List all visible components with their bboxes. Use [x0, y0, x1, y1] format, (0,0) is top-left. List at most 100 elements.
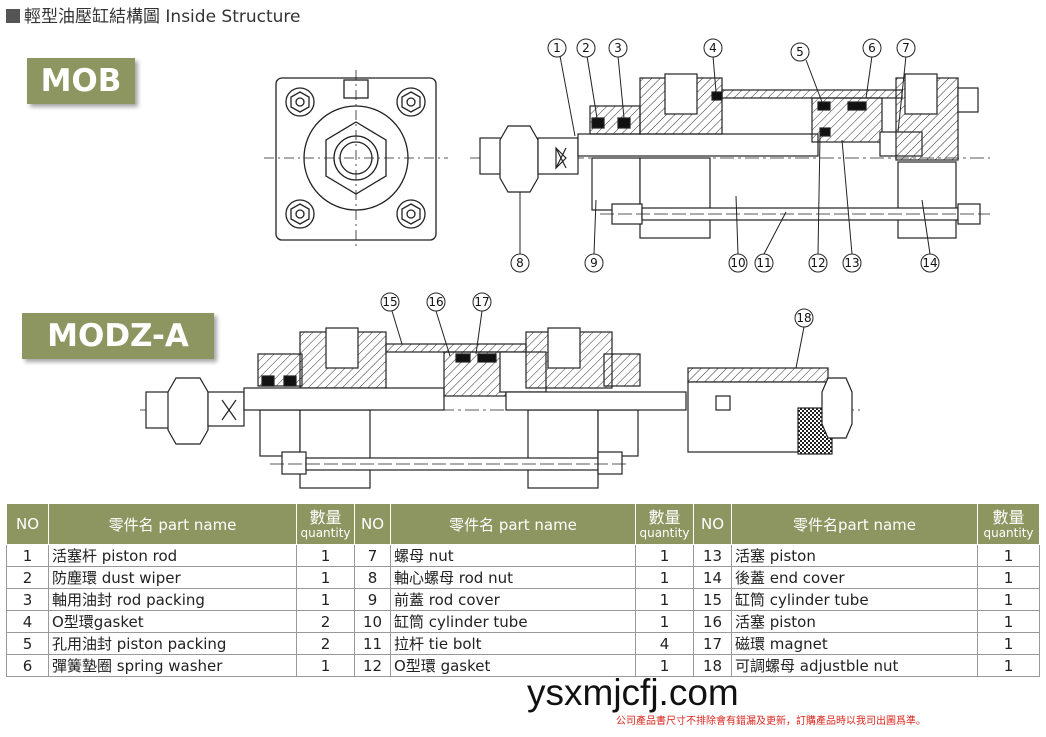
callout-18: 18 [794, 308, 814, 369]
header-part-name: 零件名 part name [390, 503, 636, 545]
svg-text:1: 1 [553, 41, 561, 55]
svg-text:9: 9 [590, 256, 598, 270]
svg-text:16: 16 [428, 295, 443, 309]
structure-drawing: 1 2 3 4 5 6 7 8 9 10 11 12 13 14 15 16 1… [140, 38, 990, 489]
part-no: 3 [6, 588, 49, 611]
callout-17: 17 [472, 292, 492, 355]
part-qty: 1 [296, 588, 355, 611]
part-qty: 1 [977, 566, 1040, 589]
svg-text:10: 10 [730, 256, 745, 270]
part-no: 14 [693, 566, 732, 589]
svg-text:12: 12 [810, 256, 825, 270]
part-name: 缸筒 cylinder tube [731, 588, 978, 611]
svg-text:7: 7 [902, 41, 910, 55]
part-no: 1 [6, 544, 49, 567]
part-qty: 1 [635, 588, 694, 611]
modz-section-view [140, 327, 860, 489]
part-no: 11 [354, 632, 391, 655]
header-part-name: 零件名part name [731, 503, 978, 545]
part-no: 15 [693, 588, 732, 611]
callout-13: 13 [841, 139, 862, 273]
model-badge-mob: MOB [27, 58, 135, 104]
mob-section-view [470, 73, 990, 239]
header-no: NO [354, 503, 391, 545]
svg-text:5: 5 [796, 45, 804, 59]
svg-text:18: 18 [796, 311, 811, 325]
part-name: 可調螺母 adjustble nut [731, 654, 978, 677]
part-name: 活塞 piston [731, 544, 978, 567]
header-no: NO [6, 503, 49, 545]
part-name: 防塵環 dust wiper [48, 566, 297, 589]
part-no: 6 [6, 654, 49, 677]
svg-text:4: 4 [709, 41, 717, 55]
model-badge-modz: MODZ-A [22, 313, 214, 359]
part-qty: 1 [977, 588, 1040, 611]
part-no: 4 [6, 610, 49, 633]
part-name: O型環 gasket [390, 654, 636, 677]
watermark: ysxmjcfj.com [527, 672, 739, 713]
page-title-text: 輕型油壓缸結構圖 Inside Structure [24, 7, 301, 27]
part-qty: 1 [635, 566, 694, 589]
callout-5: 5 [790, 42, 823, 103]
header-part-name: 零件名 part name [48, 503, 297, 545]
part-no: 9 [354, 588, 391, 611]
part-qty: 1 [977, 632, 1040, 655]
callout-11: 11 [754, 211, 787, 273]
part-no: 8 [354, 566, 391, 589]
part-name: 孔用油封 piston packing [48, 632, 297, 655]
part-name: 拉杆 tie bolt [390, 632, 636, 655]
callout-15: 15 [380, 292, 403, 345]
callout-4: 4 [703, 38, 723, 93]
page-title: 輕型油壓缸結構圖 Inside Structure [6, 2, 301, 27]
svg-text:2: 2 [582, 41, 590, 55]
callout-9: 9 [584, 199, 604, 273]
callout-7: 7 [896, 38, 916, 133]
part-no: 2 [6, 566, 49, 589]
svg-text:15: 15 [382, 295, 397, 309]
part-qty: 1 [296, 566, 355, 589]
title-square-icon [6, 9, 20, 23]
part-no: 13 [693, 544, 732, 567]
svg-text:13: 13 [844, 256, 859, 270]
part-qty: 2 [296, 610, 355, 633]
part-qty: 1 [635, 610, 694, 633]
callout-10: 10 [728, 195, 748, 273]
part-no: 17 [693, 632, 732, 655]
callout-12: 12 [808, 135, 828, 273]
part-no: 16 [693, 610, 732, 633]
part-no: 5 [6, 632, 49, 655]
header-no: NO [693, 503, 732, 545]
svg-text:14: 14 [922, 256, 937, 270]
part-name: 軸心螺母 rod nut [390, 566, 636, 589]
part-qty: 1 [977, 610, 1040, 633]
callout-2: 2 [576, 38, 598, 119]
callout-1: 1 [547, 38, 576, 137]
svg-text:17: 17 [474, 295, 489, 309]
svg-text:11: 11 [756, 256, 771, 270]
callout-group: 1 2 3 4 5 6 7 8 9 10 11 12 13 14 15 16 1… [380, 38, 940, 369]
svg-text:8: 8 [516, 256, 524, 270]
part-qty: 1 [635, 544, 694, 567]
part-no: 7 [354, 544, 391, 567]
part-qty: 2 [296, 632, 355, 655]
mob-end-view [264, 70, 448, 248]
part-name: 軸用油封 rod packing [48, 588, 297, 611]
bolt-hexes [285, 87, 426, 229]
part-name: 後蓋 end cover [731, 566, 978, 589]
part-qty: 1 [977, 544, 1040, 567]
part-name: 缸筒 cylinder tube [390, 610, 636, 633]
part-name: O型環gasket [48, 610, 297, 633]
part-qty: 1 [296, 654, 355, 677]
part-qty: 1 [296, 544, 355, 567]
